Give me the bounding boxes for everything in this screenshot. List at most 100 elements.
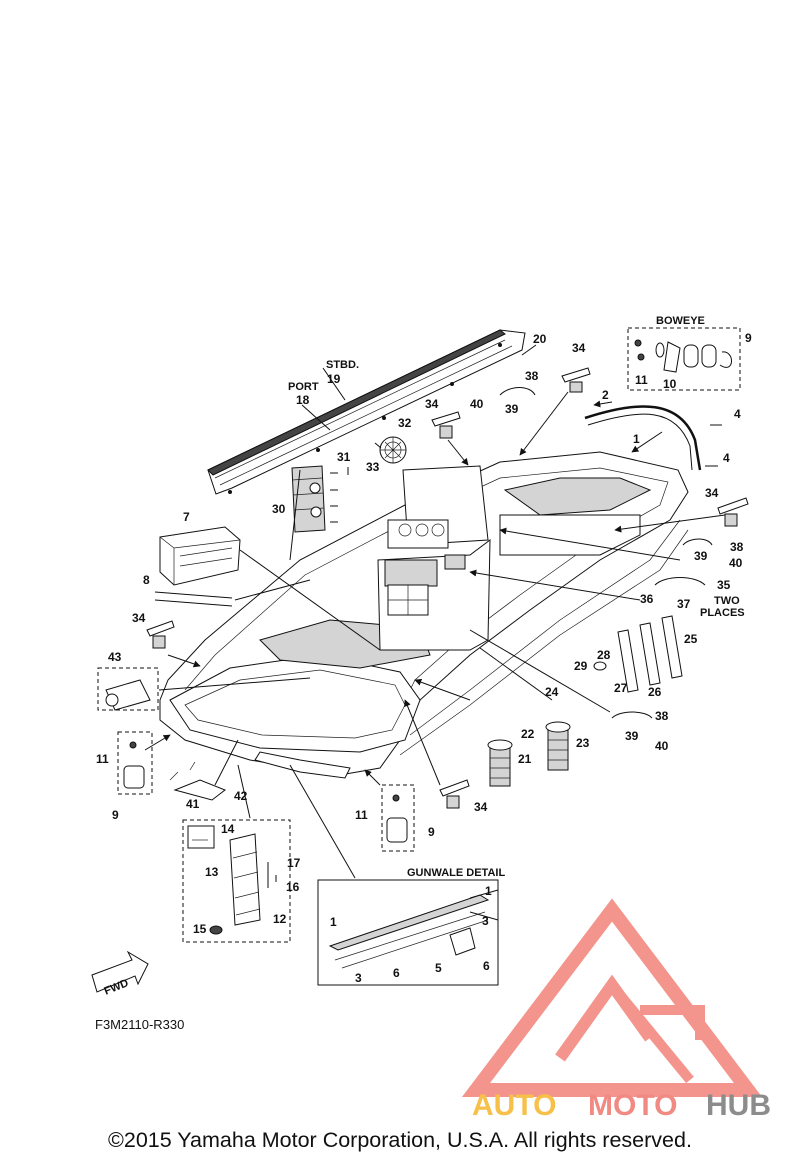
grab-rails xyxy=(499,387,713,719)
cleat-part-34-right xyxy=(717,497,749,527)
callout-6: 6 xyxy=(483,959,490,973)
callout-12: 12 xyxy=(273,912,287,926)
ladder-group xyxy=(182,819,291,943)
callout-4: 4 xyxy=(734,407,741,421)
cleat-part-34-top xyxy=(561,367,591,393)
callout-17: 17 xyxy=(287,856,301,870)
callout-40: 40 xyxy=(470,397,484,411)
watermark-text: AUTO MOTO HUB xyxy=(472,1089,771,1122)
label-boweye: BOWEYE xyxy=(656,315,705,327)
callout-38: 38 xyxy=(525,369,539,383)
callout-39: 39 xyxy=(505,402,519,416)
callout-21: 21 xyxy=(518,752,532,766)
rod-holders xyxy=(593,615,683,693)
label-gunwale-detail: GUNWALE DETAIL xyxy=(407,867,505,879)
callout-14: 14 xyxy=(221,822,235,836)
callout-30: 30 xyxy=(272,502,286,516)
callout-34: 34 xyxy=(705,486,719,500)
boweye-group xyxy=(627,327,741,391)
label-stbd: STBD. xyxy=(326,359,359,371)
callout-27: 27 xyxy=(614,681,628,695)
net-part-30 xyxy=(291,465,326,533)
callout-32: 32 xyxy=(398,416,412,430)
screws-group xyxy=(330,442,382,523)
callout-10: 10 xyxy=(663,377,677,391)
callout-numbers: 20 19 18 34 38 40 39 9 11 10 2 4 1 4 34 … xyxy=(96,331,752,985)
callout-36: 36 xyxy=(640,592,654,606)
callout-39: 39 xyxy=(694,549,708,563)
callout-20: 20 xyxy=(533,332,547,346)
callout-40: 40 xyxy=(729,556,743,570)
callout-9: 9 xyxy=(745,331,752,345)
callout-23: 23 xyxy=(576,736,590,750)
callout-2: 2 xyxy=(602,388,609,402)
callout-31: 31 xyxy=(337,450,351,464)
watermark-hub: HUB xyxy=(706,1089,771,1122)
callout-6: 6 xyxy=(393,966,400,980)
callout-7: 7 xyxy=(183,510,190,524)
callout-11: 11 xyxy=(635,373,648,387)
callout-37: 37 xyxy=(677,597,691,611)
gunwale-strip xyxy=(584,405,722,471)
cooler-part-7 xyxy=(159,526,241,586)
callout-18: 18 xyxy=(296,393,310,407)
callout-1: 1 xyxy=(330,915,337,929)
callout-34: 34 xyxy=(132,611,146,625)
callout-40: 40 xyxy=(655,739,669,753)
callout-1: 1 xyxy=(633,432,640,446)
cup-holder-21 xyxy=(487,739,513,787)
callout-34: 34 xyxy=(425,397,439,411)
callout-34: 34 xyxy=(572,341,586,355)
rods-part-8 xyxy=(154,591,233,607)
hatch-part-32 xyxy=(379,436,407,464)
callout-43: 43 xyxy=(108,650,122,664)
callout-8: 8 xyxy=(143,573,150,587)
callout-42: 42 xyxy=(234,789,248,803)
cleat-box-left xyxy=(117,731,153,795)
callout-38: 38 xyxy=(655,709,669,723)
callout-28: 28 xyxy=(597,648,611,662)
callout-24: 24 xyxy=(545,685,559,699)
callout-26: 26 xyxy=(648,685,662,699)
callout-22: 22 xyxy=(521,727,535,741)
callout-3: 3 xyxy=(482,914,489,928)
watermark-logo-icon xyxy=(461,898,763,1097)
cleat-box-right xyxy=(381,784,415,852)
callout-9: 9 xyxy=(428,825,435,839)
callout-34: 34 xyxy=(474,800,488,814)
callout-1: 1 xyxy=(485,884,492,898)
callout-4: 4 xyxy=(723,451,730,465)
callout-16: 16 xyxy=(286,880,300,894)
cup-holder-23 xyxy=(545,721,571,771)
stern-strap xyxy=(169,761,227,801)
panel-part-43 xyxy=(97,667,159,711)
label-places: PLACES xyxy=(700,607,745,619)
cleat-part-34-left xyxy=(431,411,461,439)
copyright-footer: ©2015 Yamaha Motor Corporation, U.S.A. A… xyxy=(108,1128,692,1152)
cleat-part-34-stern xyxy=(146,620,175,649)
callout-11: 11 xyxy=(96,752,109,766)
callout-29: 29 xyxy=(574,659,588,673)
callout-9: 9 xyxy=(112,808,119,822)
label-two: TWO xyxy=(714,595,740,607)
leader-lines xyxy=(144,344,726,921)
callout-35: 35 xyxy=(717,578,731,592)
figure-code: F3M2110-R330 xyxy=(95,1017,184,1032)
text-labels: BOWEYE STBD. PORT TWO PLACES GUNWALE DET… xyxy=(95,315,745,1032)
watermark-auto: AUTO xyxy=(472,1089,556,1122)
callout-15: 15 xyxy=(193,922,207,936)
cleat-part-34-bottom xyxy=(439,779,470,809)
callout-3: 3 xyxy=(355,971,362,985)
fwd-arrow-icon xyxy=(91,950,149,993)
callout-13: 13 xyxy=(205,865,219,879)
callout-41: 41 xyxy=(186,797,200,811)
windshield-rail xyxy=(207,329,526,495)
callout-25: 25 xyxy=(684,632,698,646)
callout-38: 38 xyxy=(730,540,744,554)
callout-19: 19 xyxy=(327,372,341,386)
callout-5: 5 xyxy=(435,961,442,975)
callout-39: 39 xyxy=(625,729,639,743)
callout-11: 11 xyxy=(355,808,368,822)
gunwale-detail-box xyxy=(317,879,499,986)
